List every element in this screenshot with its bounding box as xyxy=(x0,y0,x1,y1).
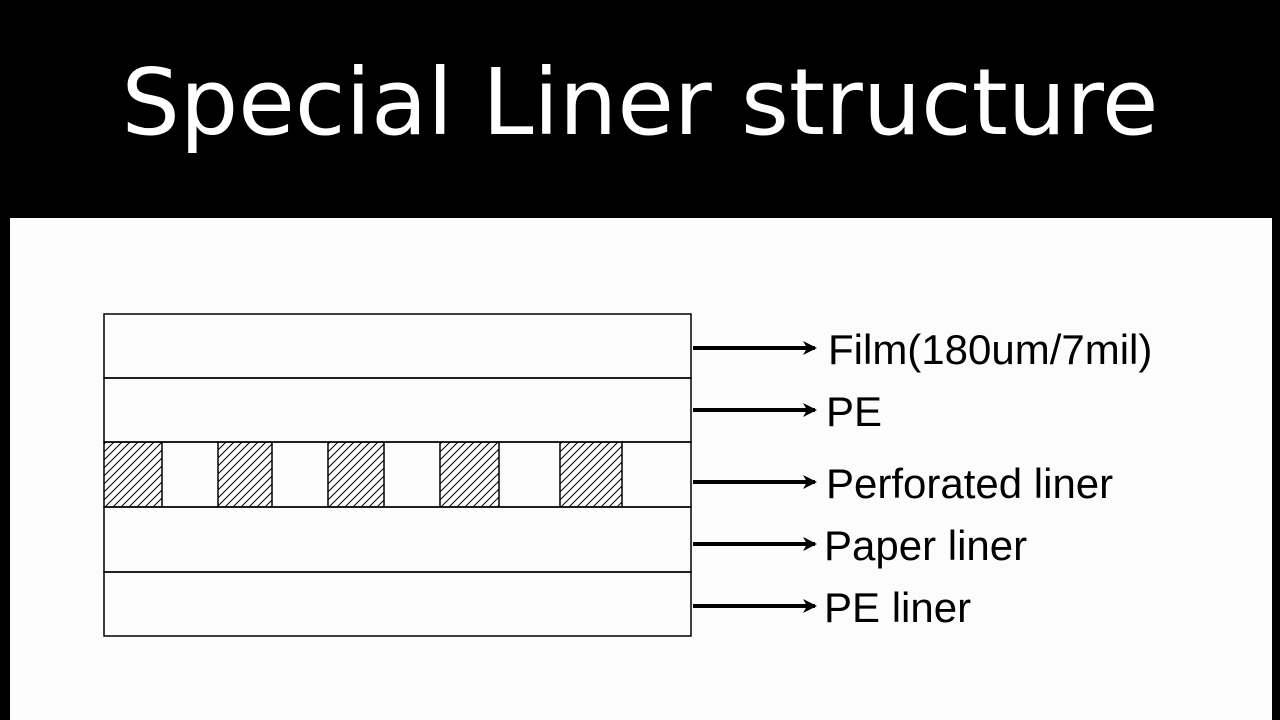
label-perforated-liner: Perforated liner xyxy=(826,460,1113,507)
label-pe: PE xyxy=(826,388,882,435)
title-bar: Special Liner structure xyxy=(0,0,1280,218)
perforation-segment xyxy=(218,442,272,507)
label-pe-liner: PE liner xyxy=(824,584,971,631)
layer-pe xyxy=(103,377,692,443)
slide-title: Special Liner structure xyxy=(121,48,1159,156)
label-film: Film(180um/7mil) xyxy=(828,326,1152,373)
perforated-segments xyxy=(104,442,623,507)
layer-film xyxy=(103,313,692,379)
layer-paper-liner xyxy=(103,506,692,573)
diagram-canvas: Film(180um/7mil) PE Perforated liner Pap… xyxy=(10,218,1272,720)
perforation-segment xyxy=(104,442,162,507)
perforation-segment xyxy=(440,442,499,507)
layer-stack xyxy=(103,313,692,637)
perforation-segment xyxy=(560,442,622,507)
callout-arrows xyxy=(693,341,817,613)
label-paper-liner: Paper liner xyxy=(824,522,1027,569)
perforation-segment xyxy=(328,442,384,507)
layer-structure-diagram: Film(180um/7mil) PE Perforated liner Pap… xyxy=(103,313,1152,637)
layer-pe-liner xyxy=(103,571,692,637)
